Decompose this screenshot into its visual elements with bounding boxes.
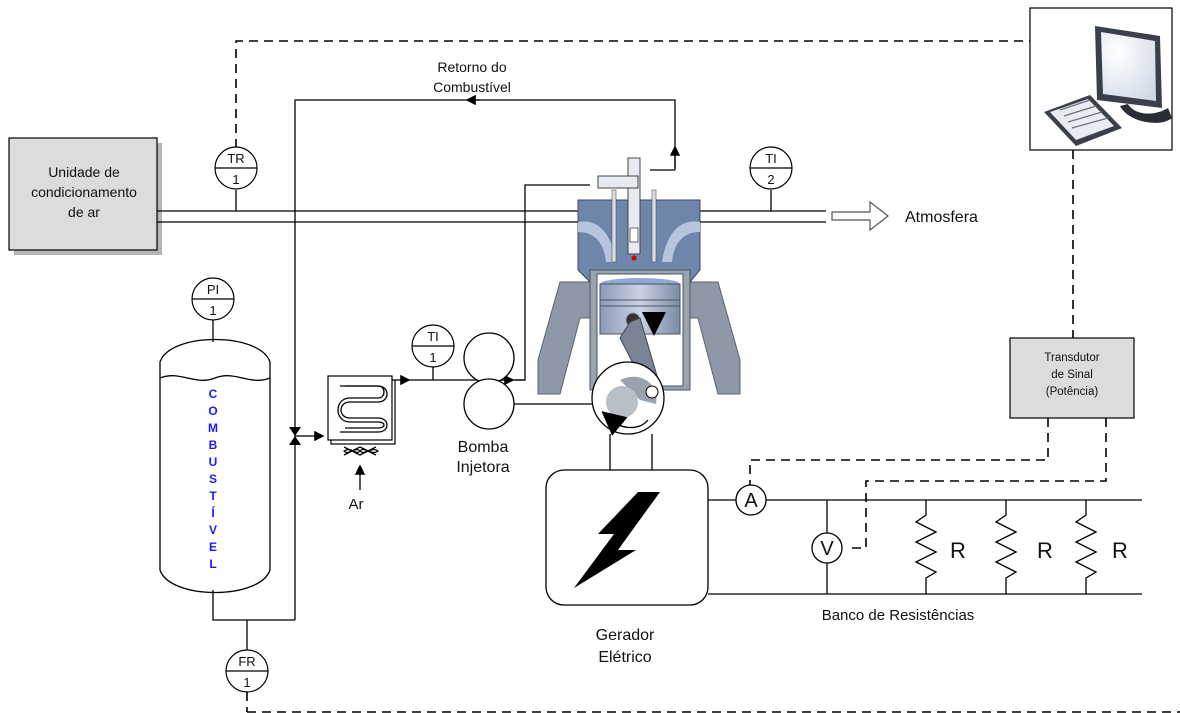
resistor-2: R bbox=[994, 500, 1053, 594]
tank-letter-9: V bbox=[209, 523, 217, 537]
ti1-tag: TI bbox=[427, 329, 439, 344]
tank-letter-7: T bbox=[209, 489, 217, 503]
tr1-tag: TR bbox=[227, 151, 244, 166]
generator-label-1: Gerador bbox=[596, 627, 655, 644]
injection-pump: Bomba Injetora bbox=[456, 184, 600, 476]
resistor-3-label: R bbox=[1112, 538, 1128, 563]
ammeter-label: A bbox=[744, 490, 758, 512]
tank-letter-3: M bbox=[208, 421, 218, 435]
air-label: Ar bbox=[349, 496, 364, 513]
signal-lines bbox=[235, 40, 1180, 713]
ti1-num: 1 bbox=[429, 350, 436, 365]
fuel-return-label-2: Combustível bbox=[433, 79, 511, 95]
tank-letter-6: S bbox=[209, 472, 217, 486]
instrument-ti2: TI 2 bbox=[749, 146, 793, 211]
air-unit-label-1: Unidade de bbox=[48, 164, 120, 180]
resistor-bank-label: Banco de Resistências bbox=[822, 607, 975, 624]
air-unit-label-2: condicionamento bbox=[31, 184, 137, 200]
voltmeter bbox=[811, 532, 843, 564]
exhaust-arrow-icon bbox=[831, 200, 889, 232]
computer bbox=[1029, 7, 1173, 151]
pi1-num: 1 bbox=[209, 303, 216, 318]
tr1-num: 1 bbox=[232, 172, 239, 187]
air-pipes: Atmosfera bbox=[157, 200, 978, 232]
tank-letter-8: Í bbox=[211, 505, 215, 520]
tank-letter-4: B bbox=[209, 438, 218, 452]
lightning-icon bbox=[574, 492, 660, 588]
ti2-tag: TI bbox=[765, 151, 777, 166]
pump-label-2: Injetora bbox=[456, 459, 509, 476]
fuel-tank: C O M B U S T Í V E L bbox=[159, 320, 295, 650]
atmosphere-label: Atmosfera bbox=[905, 209, 978, 226]
instrument-fr1: FR 1 bbox=[225, 649, 269, 712]
resistor-3: R bbox=[1074, 500, 1128, 594]
transducer-label-2: de Sinal bbox=[1051, 369, 1093, 381]
signal-transducer: Transdutor de Sinal (Potência) bbox=[1009, 337, 1135, 419]
electric-generator: Gerador Elétrico bbox=[545, 469, 709, 666]
fr1-num: 1 bbox=[243, 675, 250, 690]
fan-icon bbox=[343, 446, 379, 456]
engine bbox=[537, 157, 741, 395]
generator-label-2: Elétrico bbox=[598, 649, 651, 666]
transducer-label-1: Transdutor bbox=[1044, 352, 1099, 364]
resistor-1-label: R bbox=[950, 538, 966, 563]
instrument-tr1: TR 1 bbox=[214, 146, 258, 211]
fuel-return-line: Retorno do Combustível bbox=[294, 59, 681, 620]
air-unit-label-3: de ar bbox=[68, 204, 100, 220]
voltmeter-label: V bbox=[820, 538, 834, 560]
pi1-tag: PI bbox=[207, 282, 219, 297]
resistor-2-label: R bbox=[1037, 538, 1053, 563]
air-conditioning-unit: Unidade de condicionamento de ar bbox=[8, 137, 162, 255]
ammeter bbox=[735, 484, 767, 516]
crankshaft bbox=[591, 361, 665, 470]
pump-label-1: Bomba bbox=[458, 439, 509, 456]
transducer-label-3: (Potência) bbox=[1046, 386, 1099, 398]
computer-icon bbox=[1044, 26, 1172, 146]
tank-letter-5: U bbox=[209, 455, 218, 469]
tank-letter-10: E bbox=[209, 540, 217, 554]
instrument-pi1: PI 1 bbox=[191, 277, 235, 321]
resistor-1: R bbox=[914, 500, 966, 594]
fuel-return-label-1: Retorno do bbox=[437, 59, 506, 75]
tank-letter-11: L bbox=[209, 557, 216, 571]
fr1-tag: FR bbox=[238, 654, 255, 669]
ti2-num: 2 bbox=[767, 172, 774, 187]
fuel-valve bbox=[289, 427, 325, 445]
electric-circuit: A V R R R Banco de Resistências bbox=[708, 484, 1142, 624]
fuel-cooler: Ar bbox=[327, 374, 411, 513]
instrument-ti1: TI 1 bbox=[411, 324, 455, 368]
tank-letter-1: C bbox=[209, 387, 218, 401]
tank-letter-2: O bbox=[208, 404, 217, 418]
